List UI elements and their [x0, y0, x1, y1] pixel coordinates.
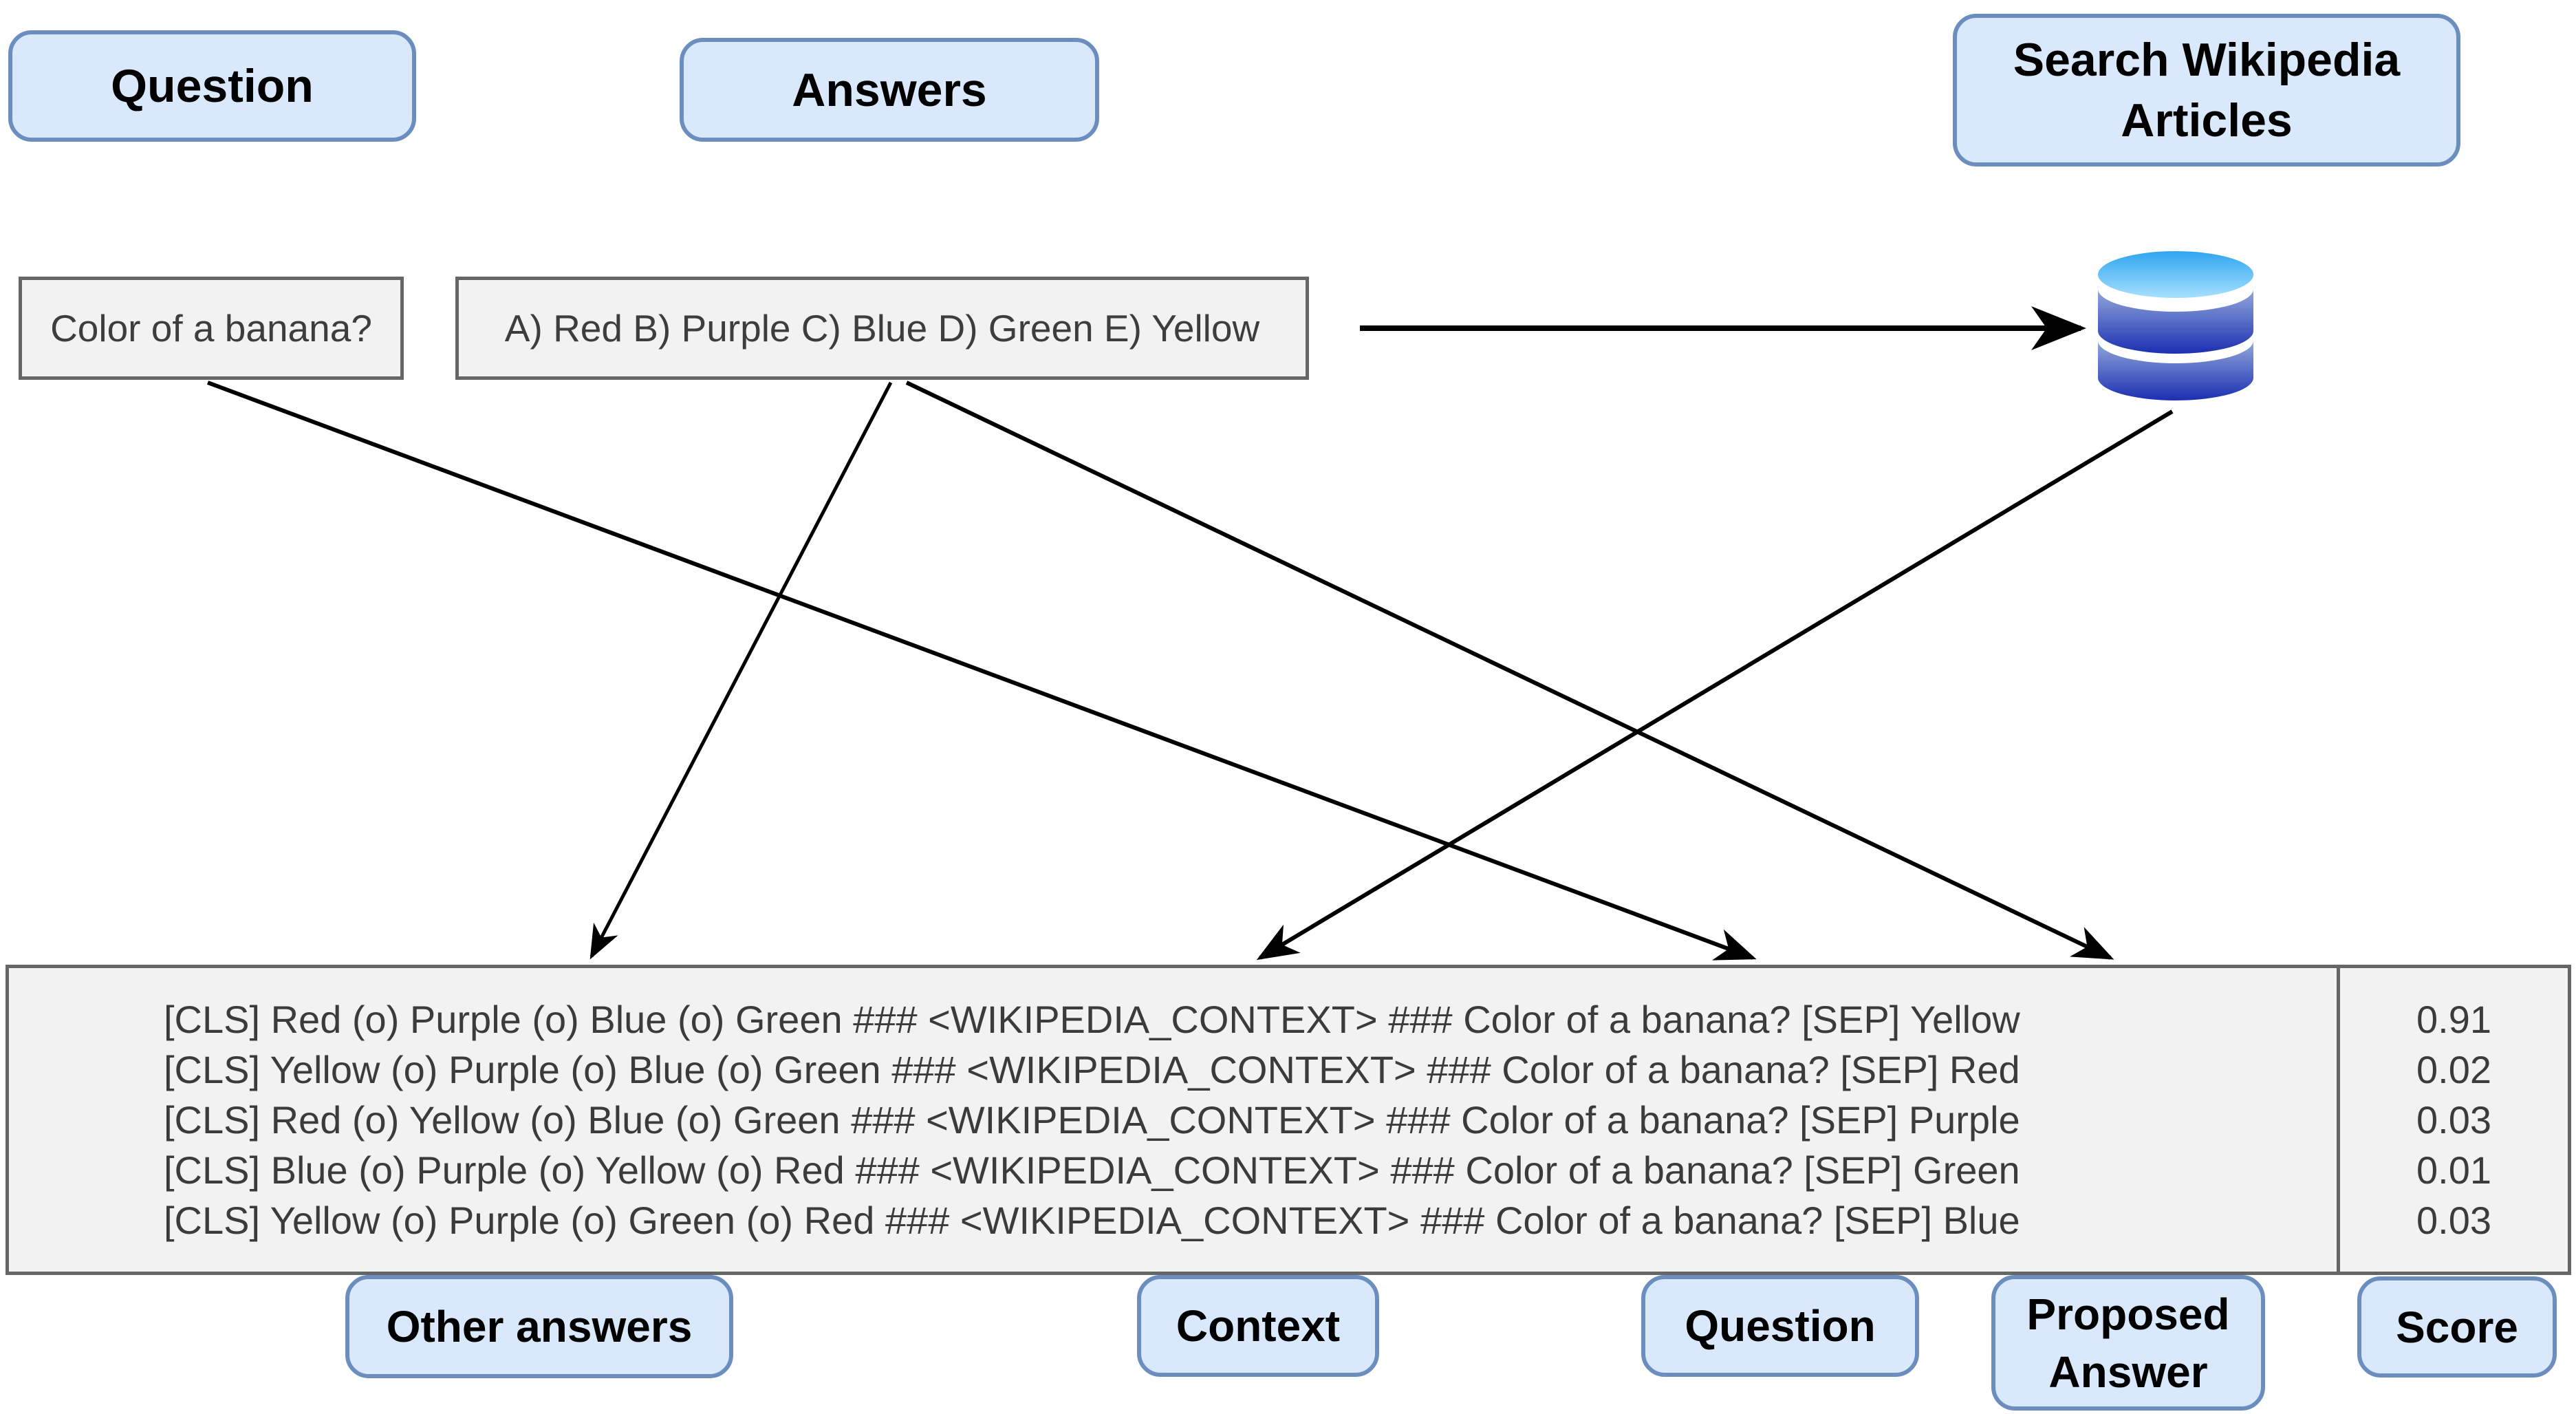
sequence-row: [CLS] Red (o) Purple (o) Blue (o) Green … [164, 998, 2020, 1041]
database-icon [2098, 251, 2253, 400]
arrow-question-to-question-slot [206, 381, 1757, 961]
answers-input-box: A) Red B) Purple C) Blue D) Green E) Yel… [455, 277, 1309, 380]
sequence-row: [CLS] Blue (o) Purple (o) Yellow (o) Red… [164, 1148, 2020, 1192]
other-answers-label-box: Other answers [345, 1275, 733, 1378]
score-label: Score [2396, 1302, 2518, 1352]
question-input-box: Color of a banana? [19, 277, 404, 380]
question-top-label: Question [111, 60, 314, 112]
answers-top-label-box: Answers [680, 38, 1099, 142]
sequence-row: [CLS] Red (o) Yellow (o) Blue (o) Green … [164, 1098, 2020, 1142]
score-label-box: Score [2357, 1276, 2557, 1378]
search-wikipedia-label: Search Wikipedia Articles [2013, 34, 2401, 147]
question-input-text: Color of a banana? [50, 307, 372, 350]
score-value: 0.02 [2416, 1048, 2491, 1091]
arrow-answers-to-proposed-answer-slot [905, 381, 2114, 960]
answers-top-label: Answers [792, 63, 987, 116]
proposed-answer-label-box: Proposed Answer [1991, 1275, 2265, 1411]
score-value: 0.03 [2416, 1098, 2491, 1142]
search-wikipedia-label-box: Search Wikipedia Articles [1953, 14, 2460, 167]
score-column: 0.91 0.02 0.03 0.01 0.03 [2337, 968, 2568, 1272]
sequence-score-table: [CLS] Red (o) Purple (o) Blue (o) Green … [6, 965, 2571, 1275]
sequence-row: [CLS] Yellow (o) Purple (o) Blue (o) Gre… [164, 1048, 2020, 1091]
question-bottom-label-box: Question [1641, 1275, 1919, 1377]
proposed-answer-label: Proposed Answer [2026, 1289, 2230, 1397]
score-value: 0.91 [2416, 998, 2491, 1041]
score-value: 0.01 [2416, 1148, 2491, 1192]
arrow-database-to-context-slot [1256, 409, 2174, 961]
question-bottom-label: Question [1685, 1301, 1876, 1351]
context-label: Context [1176, 1301, 1341, 1351]
sequence-text-column: [CLS] Red (o) Purple (o) Blue (o) Green … [9, 968, 2337, 1272]
context-label-box: Context [1137, 1275, 1379, 1377]
arrow-answers-to-other-answers-slot [589, 381, 893, 960]
score-value: 0.03 [2416, 1199, 2491, 1242]
answers-input-text: A) Red B) Purple C) Blue D) Green E) Yel… [504, 307, 1260, 350]
question-top-label-box: Question [8, 30, 416, 142]
other-answers-label: Other answers [386, 1302, 693, 1351]
sequence-row: [CLS] Yellow (o) Purple (o) Green (o) Re… [164, 1199, 2020, 1242]
